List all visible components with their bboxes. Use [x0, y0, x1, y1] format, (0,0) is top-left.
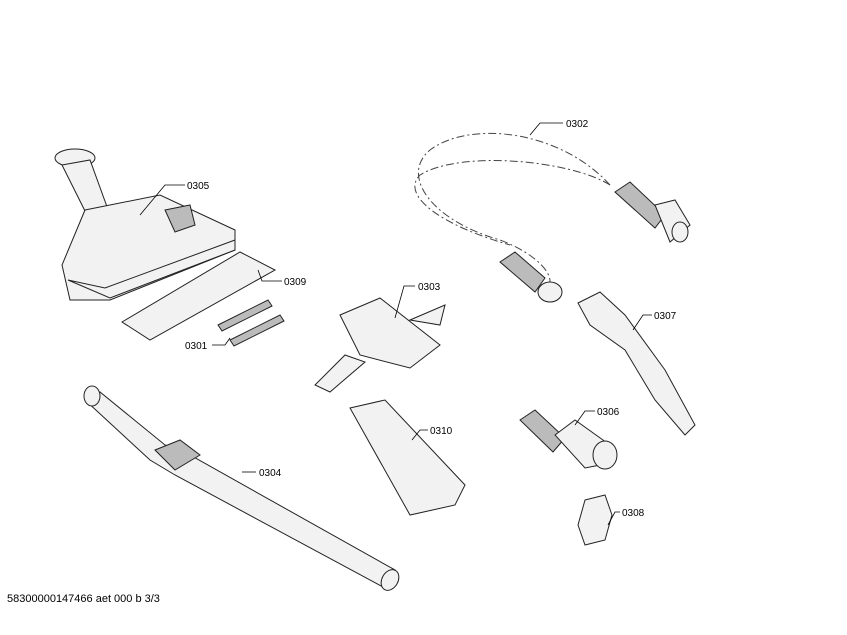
label-0301: 0301	[185, 341, 208, 352]
floor-nozzle-0305[interactable]	[54, 148, 236, 301]
label-0309: 0309	[284, 277, 307, 288]
label-0307: 0307	[654, 311, 677, 322]
label-0308: 0308	[622, 508, 645, 519]
label-0306: 0306	[597, 407, 620, 418]
handle-0307[interactable]	[577, 291, 696, 436]
hose-0302[interactable]	[414, 133, 691, 303]
clip-0308[interactable]	[577, 494, 613, 546]
telescopic-tube-0304[interactable]	[83, 385, 402, 594]
label-0304: 0304	[259, 468, 282, 479]
label-0303: 0303	[418, 282, 441, 293]
document-id-footer: 58300000147466 aet 000 b 3/3	[7, 593, 160, 605]
wide-nozzle-0310[interactable]	[349, 399, 466, 516]
clips-0301[interactable]	[217, 299, 285, 347]
upholstery-nozzle-0303[interactable]	[314, 297, 446, 393]
label-0305: 0305	[187, 181, 210, 192]
adapter-0306[interactable]	[519, 409, 618, 470]
label-0310: 0310	[430, 426, 453, 437]
label-0302: 0302	[566, 119, 589, 130]
leader-lines	[139, 122, 652, 526]
strip-0309[interactable]	[121, 251, 277, 341]
